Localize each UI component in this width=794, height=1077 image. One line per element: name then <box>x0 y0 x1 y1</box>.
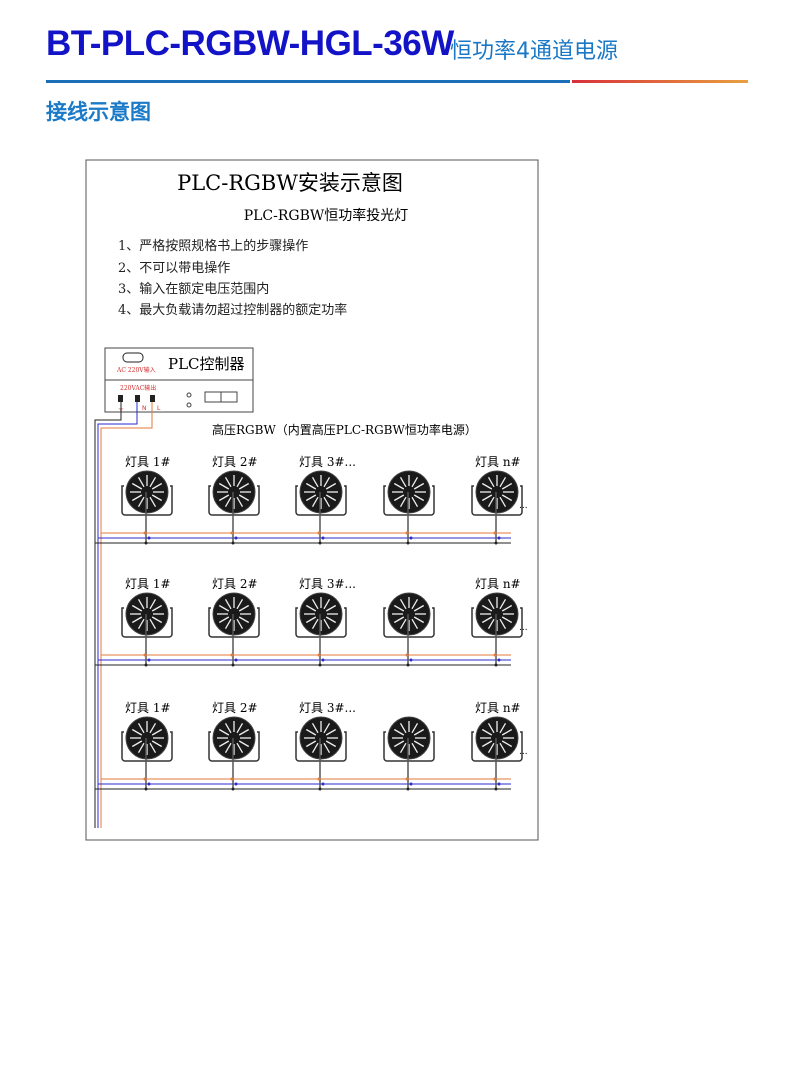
controller-input-label: AC 220V输入 <box>116 366 156 374</box>
lamp-fixture <box>295 716 347 791</box>
lamp-fixture <box>208 592 260 667</box>
plc-controller: AC 220V输入 PLC控制器 220VAC输出 ⏚ N L <box>104 347 254 413</box>
lamp-fixture <box>121 592 173 667</box>
lamp-label: 灯具 2# <box>212 455 258 469</box>
diagram-subtitle: PLC-RGBW恒功率投光灯 <box>244 207 409 224</box>
lamp-fixture <box>471 470 523 545</box>
more-lamps-ellipsis: ... <box>519 623 528 633</box>
header-divider <box>46 80 570 83</box>
lamp-label: 灯具 3#... <box>299 701 356 715</box>
lamp-label: 灯具 n# <box>475 577 521 591</box>
live-trunk <box>100 402 153 828</box>
lamp-fixture <box>208 716 260 791</box>
section-heading: 接线示意图 <box>46 100 151 124</box>
controller-output-label: 220VAC输出 <box>120 384 156 392</box>
product-title: BT-PLC-RGBW-HGL-36W <box>46 24 454 63</box>
lamp-fixture <box>121 470 173 545</box>
lamp-fixture <box>471 592 523 667</box>
lamp-label: 灯具 1# <box>125 577 171 591</box>
lamp-label: 灯具 1# <box>125 701 171 715</box>
lamp-fixture <box>121 716 173 791</box>
terminal-neutral: N <box>142 405 147 412</box>
more-lamps-ellipsis: ... <box>519 747 528 757</box>
lamp-fixture <box>383 592 435 667</box>
lamp-fixture <box>383 470 435 545</box>
terminal-live: L <box>157 405 161 412</box>
note: 1、严格按照规格书上的步骤操作 <box>118 238 308 254</box>
lamp-fixture <box>471 716 523 791</box>
diagram-title: PLC-RGBW安装示意图 <box>177 171 403 195</box>
rj45-port-icon <box>204 391 238 403</box>
lamp-label: 灯具 2# <box>212 701 258 715</box>
product-subtitle: 恒功率4通道电源 <box>450 39 618 64</box>
note: 4、最大负载请勿超过控制器的额定功率 <box>118 302 347 318</box>
lamp-label: 灯具 2# <box>212 577 258 591</box>
neutral-trunk <box>97 402 138 828</box>
ground-trunk <box>94 402 122 828</box>
lamp-fixture <box>208 470 260 545</box>
lamp-label: 灯具 n# <box>475 701 521 715</box>
lamp-label: 灯具 1# <box>125 455 171 469</box>
lamp-label: 灯具 n# <box>475 455 521 469</box>
lamp-fixture <box>383 716 435 791</box>
note: 3、输入在额定电压范围内 <box>118 281 269 297</box>
lamp-fixture <box>295 592 347 667</box>
lamp-fixture <box>295 470 347 545</box>
lamp-label: 灯具 3#... <box>299 455 356 469</box>
group-label: 高压RGBW（内置高压PLC-RGBW恒功率电源） <box>212 422 477 437</box>
controller-name: PLC控制器 <box>168 355 245 373</box>
lamp-label: 灯具 3#... <box>299 577 356 591</box>
note: 2、不可以带电操作 <box>118 260 230 276</box>
more-lamps-ellipsis: ... <box>519 501 528 511</box>
power-socket-icon <box>122 352 144 363</box>
header-divider-accent <box>572 80 748 83</box>
